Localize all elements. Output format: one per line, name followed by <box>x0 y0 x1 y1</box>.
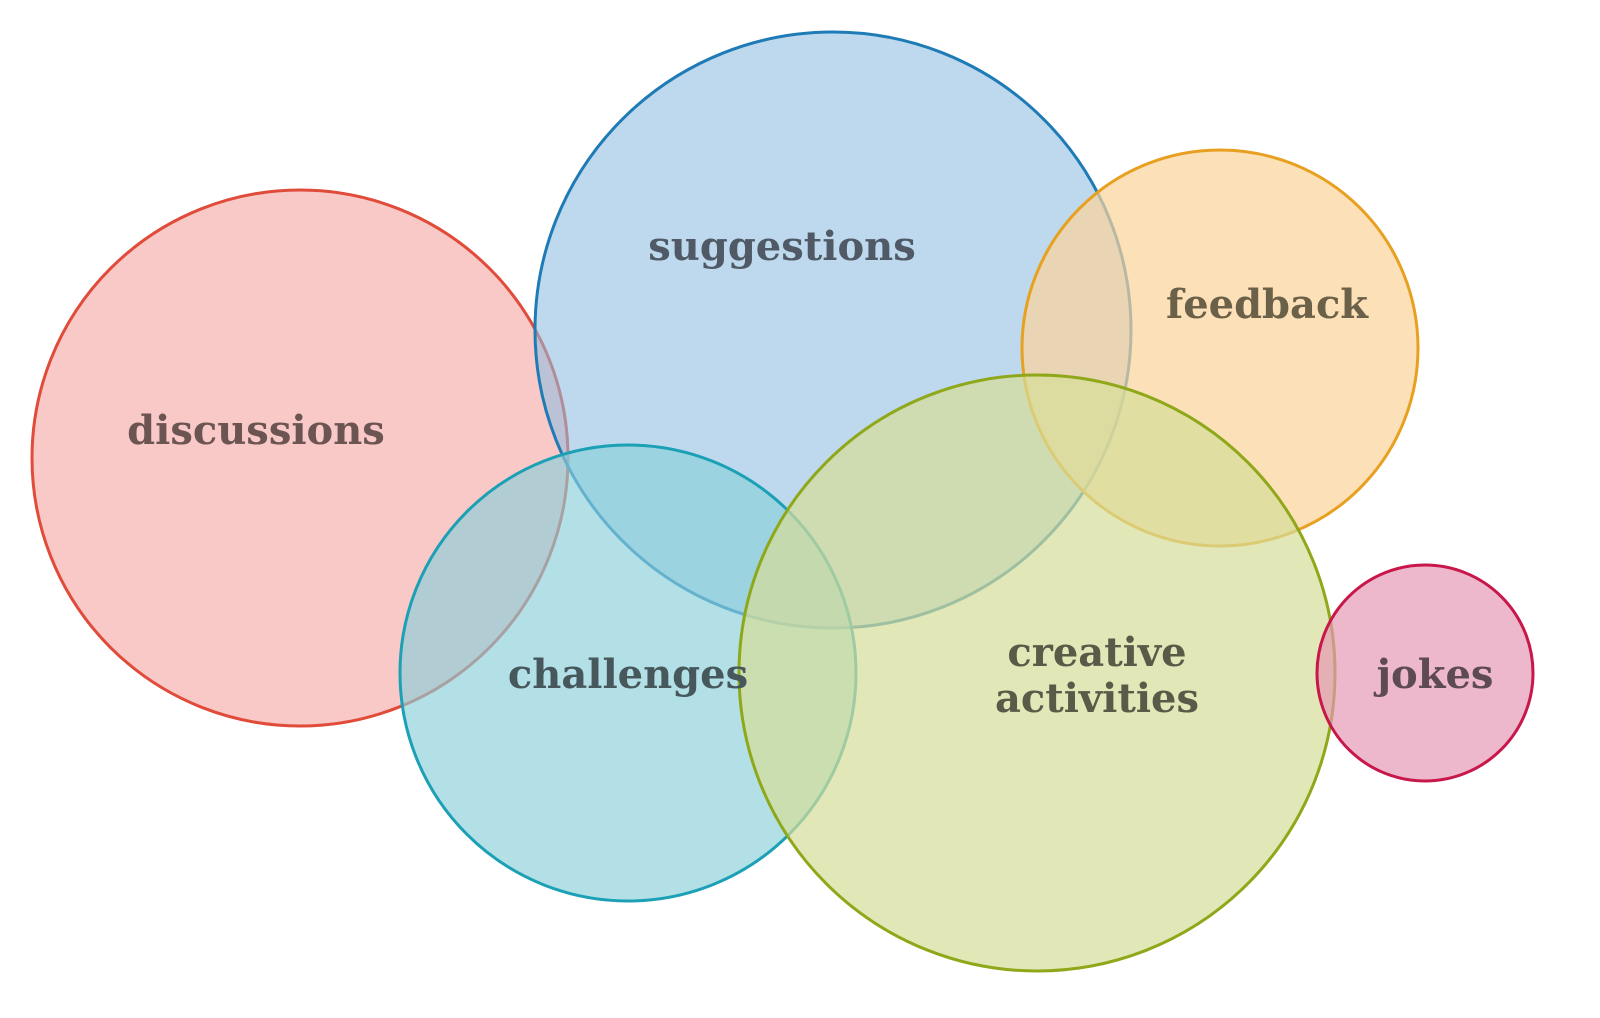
label-discussions: discussions <box>127 407 385 454</box>
label-jokes: jokes <box>1374 651 1494 698</box>
label-challenges: challenges <box>508 651 748 698</box>
label-suggestions: suggestions <box>648 223 915 270</box>
label-creative: creative <box>1007 629 1186 676</box>
label-activities: activities <box>995 675 1199 722</box>
label-feedback: feedback <box>1166 281 1369 328</box>
circle-jokes <box>1315 563 1535 783</box>
